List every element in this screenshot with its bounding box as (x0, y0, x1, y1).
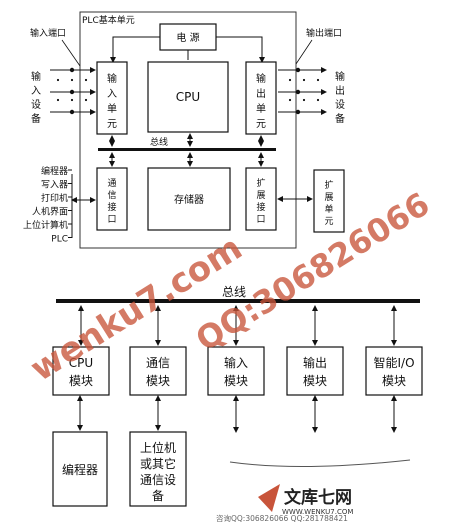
top-bus-label: 总线 (150, 136, 168, 148)
ellipsis-dot (302, 98, 306, 102)
ellipsis-dot (316, 78, 320, 82)
bottom-bus-label: 总线 (222, 285, 246, 299)
exp-unit-label: 扩展单元 (324, 179, 333, 227)
ellipsis-dot (56, 78, 60, 82)
module-label: 输出模块 (303, 355, 327, 388)
cpu-label: CPU (176, 90, 200, 104)
module-2: 输入模块 (207, 305, 265, 433)
peripheral-item: 编程器 (41, 165, 68, 177)
host-text: 上位机或其它通信设备 (140, 440, 176, 503)
output-terminal-dot (295, 67, 301, 73)
plc-basic-unit: PLC基本单元 (79, 11, 297, 249)
exp-unit-block (313, 169, 345, 233)
input-unit-label: 输入单元 (107, 72, 117, 130)
plc-unit-label: PLC基本单元 (82, 14, 135, 26)
output-unit (245, 61, 277, 135)
peripheral-item: PLC (51, 235, 68, 245)
programmer-block: 编程器 (52, 431, 108, 507)
memory-block: 存储器 (147, 167, 231, 231)
host-block: 上位机或其它通信设备 (129, 431, 187, 507)
peripheral-item: 打印机 (41, 192, 68, 204)
ellipsis-dot (56, 98, 60, 102)
ellipsis-dot (84, 98, 88, 102)
ellipsis-dot (288, 78, 292, 82)
input-terminal-dot (69, 67, 75, 73)
comm-port-label: 通信接口 (107, 178, 116, 225)
contact-text: 咨询QQ:306826066 QQ:281788421 (216, 513, 348, 523)
top-bus-connectors (109, 133, 264, 167)
ellipsis-dot (302, 78, 306, 82)
ellipsis-dot (316, 98, 320, 102)
output-terminal-dot (295, 89, 301, 95)
logo-text: 文库七网 (284, 487, 352, 508)
ellipsis-dot (70, 78, 74, 82)
module-label: 输入模块 (224, 355, 248, 388)
faint-curve (229, 459, 411, 468)
output-device-label: 输出设备 (335, 70, 345, 125)
input-terminal-pointer (61, 39, 81, 67)
module-1: 通信模块 (129, 305, 187, 396)
output-terminal-pointer (295, 39, 313, 65)
host-label: 上位机或其它通信设备 (140, 440, 176, 503)
module-label: 通信模块 (146, 356, 170, 388)
input-device-label: 输入设备 (31, 70, 41, 125)
power-label: 电 源 (176, 31, 199, 44)
logo-mark-icon (258, 484, 280, 512)
output-signal-lines (278, 67, 327, 115)
exp-port-block (245, 167, 277, 231)
watermark-logo: 文库七网 WWW.WENKU7.COM 咨询QQ:306826066 QQ:28… (216, 484, 353, 523)
peripheral-item: 上位计算机 (23, 219, 68, 231)
peripheral-item: 人机界面 (32, 206, 68, 218)
device-links (77, 395, 161, 431)
output-terminal-dot (295, 109, 301, 115)
exp-port-label: 扩展接口 (256, 177, 265, 225)
cpu-block: CPU (147, 61, 229, 133)
programmer-label: 编程器 (62, 462, 98, 477)
bottom-bus: 总线 (56, 285, 420, 303)
memory-label: 存储器 (174, 193, 204, 206)
input-unit (96, 61, 128, 135)
peripheral-item: 写入器 (41, 180, 68, 191)
input-terminal-dot (69, 109, 75, 115)
power-lines (110, 36, 265, 63)
ellipsis-dot (288, 98, 292, 102)
input-signal-lines (50, 67, 96, 115)
output-terminal-label: 输出端口 (306, 27, 342, 39)
power-block: 电 源 (159, 23, 217, 51)
top-bus: 总线 (98, 136, 276, 151)
ellipsis-dot (84, 78, 88, 82)
comm-port-block (96, 167, 128, 231)
input-terminal-dot (69, 89, 75, 95)
logo-url: WWW.WENKU7.COM (282, 508, 353, 516)
output-unit-label: 输出单元 (256, 72, 266, 130)
module-3: 输出模块 (286, 305, 344, 433)
input-terminal-label: 输入端口 (30, 27, 66, 39)
ellipsis-dot (70, 98, 74, 102)
